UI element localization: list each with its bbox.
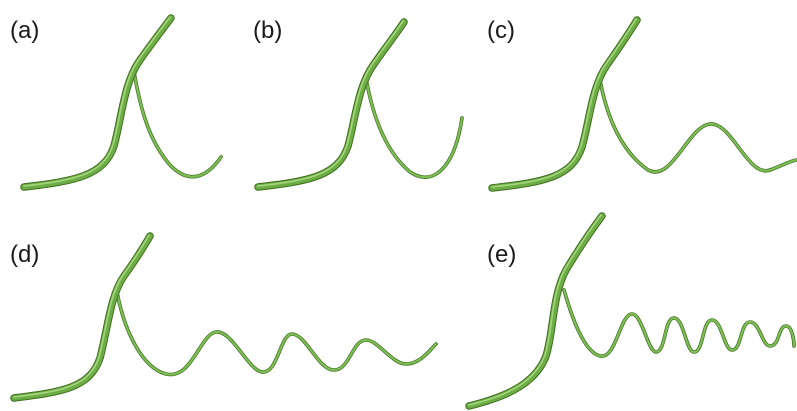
panel-b: (b) xyxy=(253,17,464,191)
panel-d-thin-branch xyxy=(115,290,438,377)
panel-e-thick-strand xyxy=(465,212,606,410)
panel-label-c: (c) xyxy=(487,17,515,44)
panel-label-d: (d) xyxy=(10,241,39,268)
panel-d-thick-strand xyxy=(10,232,154,402)
panel-e: (e) xyxy=(465,212,796,410)
panel-label-e: (e) xyxy=(487,241,516,268)
panel-d: (d) xyxy=(10,232,438,402)
panel-b-thick-strand xyxy=(254,18,408,191)
panel-c-thick-strand xyxy=(488,16,641,192)
panel-c-thin-branch xyxy=(598,78,797,174)
panel-a-thin-branch xyxy=(132,70,223,179)
panel-a: (a) xyxy=(10,14,223,191)
panel-c: (c) xyxy=(487,16,797,192)
panel-a-thick-strand xyxy=(20,14,175,191)
panel-b-thin-branch xyxy=(364,76,464,179)
panel-e-thin-branch xyxy=(562,288,796,358)
panel-label-b: (b) xyxy=(253,17,282,44)
panel-label-a: (a) xyxy=(10,17,39,44)
